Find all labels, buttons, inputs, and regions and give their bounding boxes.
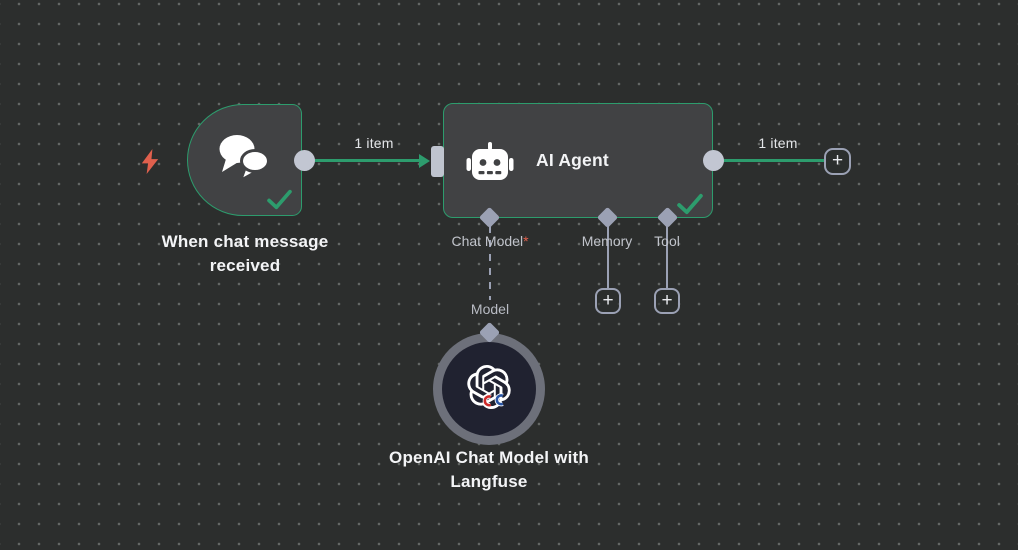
edge-agent-output[interactable] [713,159,825,162]
openai-node-body [442,342,536,436]
agent-input-port[interactable] [431,146,444,177]
add-memory-button[interactable]: + [595,288,621,314]
memory-port-label: Memory [581,233,633,249]
chat-trigger-node-label: When chat message received [161,232,329,275]
chat-bubbles-icon [219,135,270,183]
model-connection-label: Model [450,300,530,318]
add-next-node-button[interactable]: + [824,148,851,175]
plus-icon: + [831,150,844,171]
chat-model-connection-line [489,226,491,326]
lightning-bolt-icon [141,148,159,175]
langfuse-badge-icon [482,393,504,408]
required-asterisk: * [523,233,529,249]
edge-arrowhead-icon [419,153,430,168]
memory-connector-line [606,225,609,289]
success-check-icon [267,189,292,210]
ai-agent-node-title: AI Agent [536,150,609,170]
chat-model-port-label: Chat Model* [429,233,551,249]
ai-agent-node[interactable]: AI Agent [443,103,713,218]
chat-model-port-label-text: Chat Model [451,233,524,249]
edge-trigger-to-agent[interactable] [305,159,421,162]
plus-icon: + [661,289,673,311]
agent-output-port[interactable] [703,150,724,171]
tool-port-label: Tool [654,233,680,249]
success-check-icon [677,193,703,215]
trigger-output-port[interactable] [294,150,315,171]
openai-chat-model-node[interactable] [433,333,545,445]
robot-icon [466,142,514,180]
edge-items-count-label: 1 item [758,135,798,151]
plus-icon: + [602,289,614,311]
chat-trigger-node[interactable] [187,104,302,216]
tool-connector-line [665,225,668,289]
add-tool-button[interactable]: + [654,288,680,314]
openai-chat-model-node-label: OpenAI Chat Model with Langfuse [389,448,589,491]
edge-items-count-label: 1 item [354,135,394,151]
